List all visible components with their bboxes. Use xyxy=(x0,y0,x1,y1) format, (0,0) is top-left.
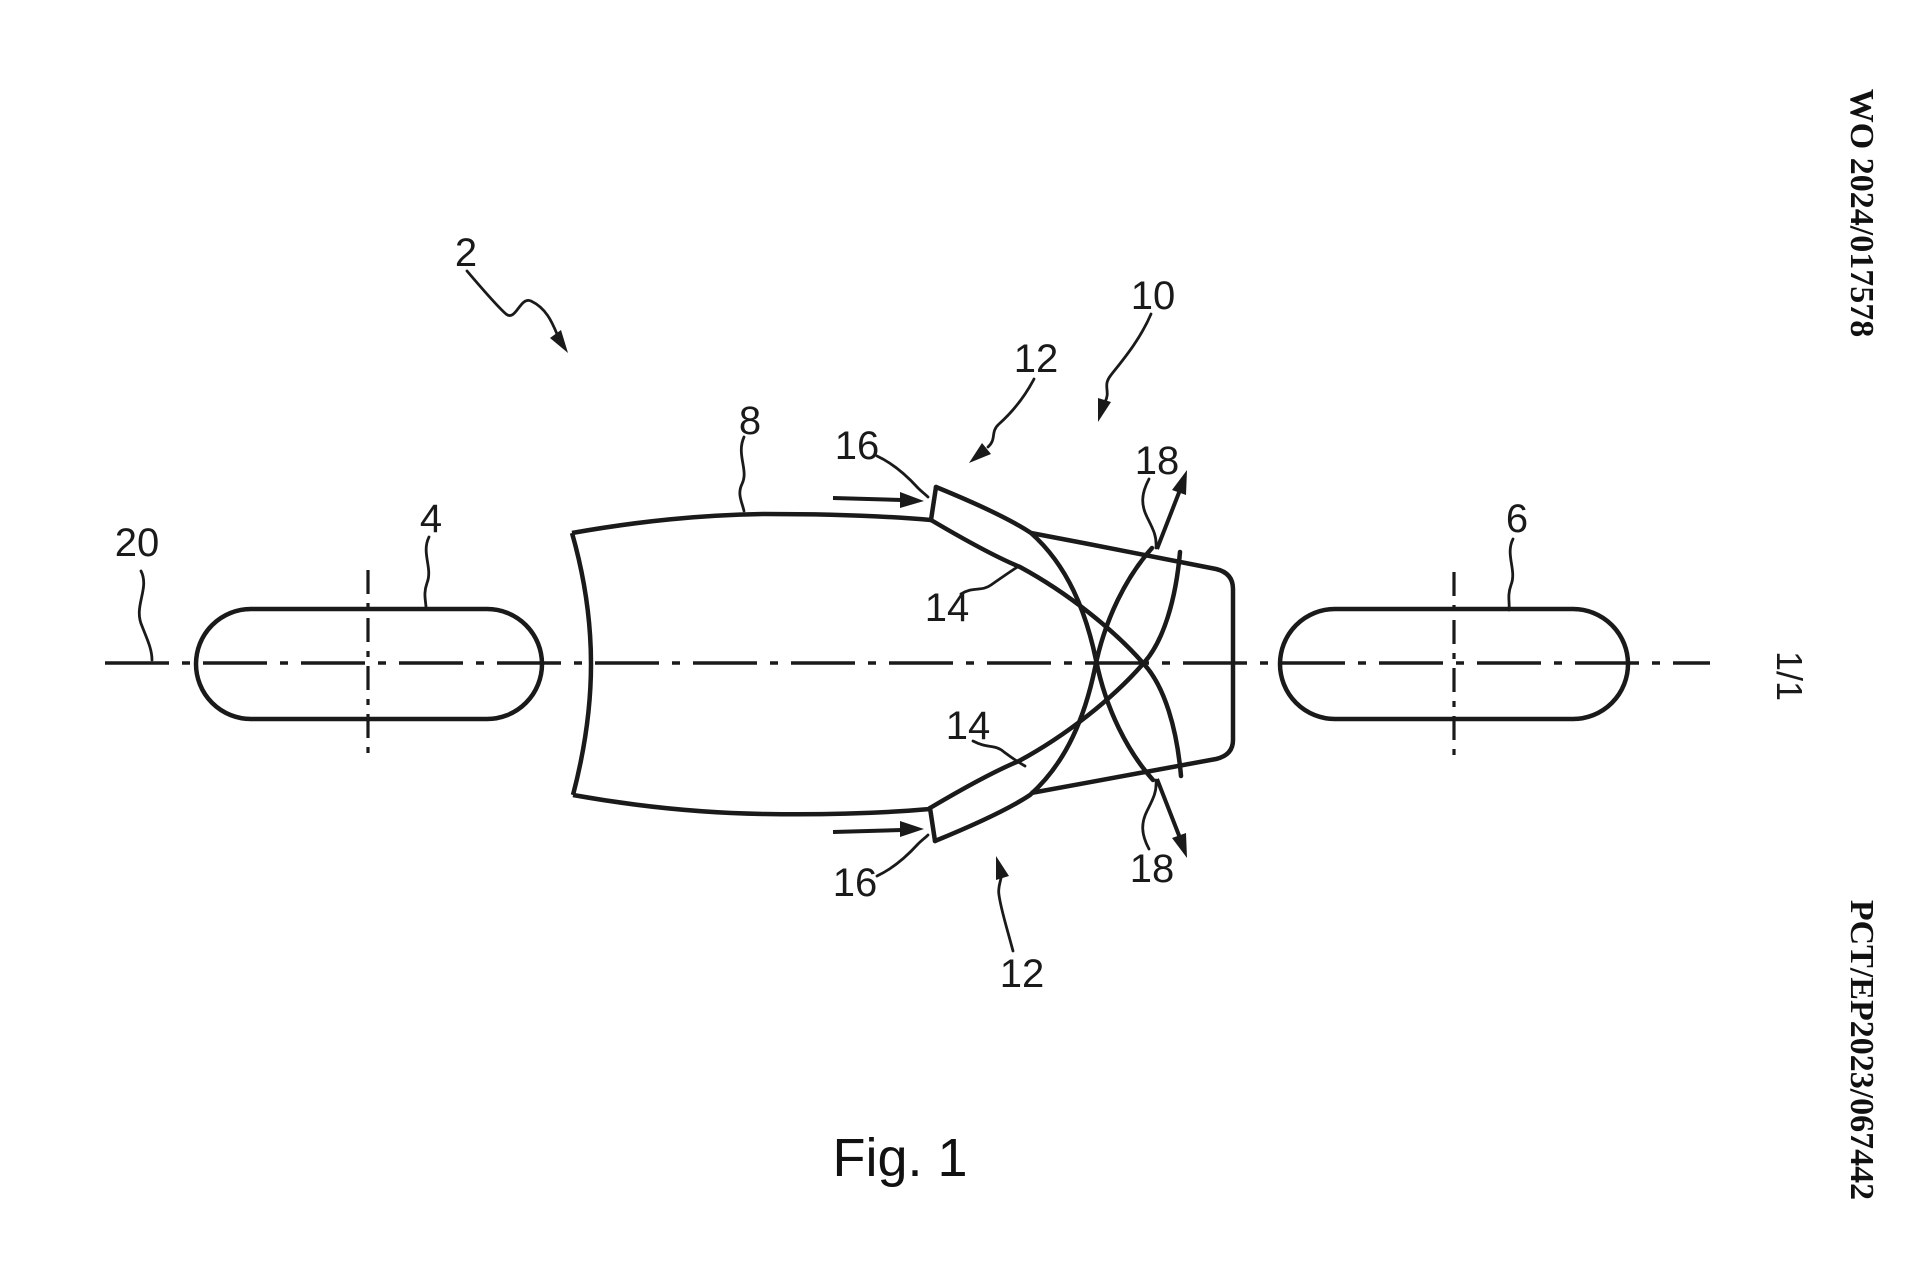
leader-ref12-top-arrowhead xyxy=(969,443,991,463)
leader-ref14-top xyxy=(959,564,1021,596)
upper-air-guide-inlet-edge xyxy=(928,484,939,523)
leader-ref10 xyxy=(1103,312,1153,404)
ref-label-14-top: 14 xyxy=(925,586,970,630)
sheet-indicator: 1/1 xyxy=(1769,651,1810,701)
lower-air-guide-inlet-edge xyxy=(927,805,938,844)
upper-air-guide-outline xyxy=(928,484,1184,783)
leader-ref2-arrowhead xyxy=(550,330,568,353)
ref-label-16-bottom: 16 xyxy=(833,861,878,905)
leader-ref8 xyxy=(738,435,746,513)
rear-wheel-outline xyxy=(1277,572,1631,762)
front-wheel-outline xyxy=(193,570,545,760)
upper-inlet-flow-arrow xyxy=(832,492,924,508)
leader-ref4 xyxy=(423,535,431,610)
publication-number: WO 2024/017578 xyxy=(1843,89,1880,337)
ref-label-16-top: 16 xyxy=(835,424,880,468)
ref-label-18-bottom: 18 xyxy=(1130,847,1175,891)
ref-label-4: 4 xyxy=(420,497,442,541)
leader-ref6 xyxy=(1507,537,1515,612)
ref-label-18-top: 18 xyxy=(1135,439,1180,483)
vehicle-body-outline xyxy=(569,511,932,817)
leader-ref12-bottom xyxy=(997,868,1015,953)
leader-ref18-bottom xyxy=(1141,778,1158,851)
application-number: PCT/EP2023/067442 xyxy=(1843,900,1880,1200)
lower-outlet-flow-arrow xyxy=(1155,778,1187,858)
ref-label-6: 6 xyxy=(1506,497,1528,541)
leader-ref12-top xyxy=(986,377,1036,449)
tail-cone-outline xyxy=(1030,530,1236,796)
ref-label-8: 8 xyxy=(739,399,761,443)
leader-ref2 xyxy=(465,269,559,336)
figure-caption: Fig. 1 xyxy=(832,1128,967,1188)
ref-label-20: 20 xyxy=(115,521,160,565)
ref-label-2: 2 xyxy=(455,231,477,275)
upper-outlet-flow-arrow xyxy=(1155,470,1187,550)
leader-ref12-bottom-arrowhead xyxy=(996,856,1009,880)
ref-label-10: 10 xyxy=(1131,274,1176,318)
lower-air-guide-outline xyxy=(927,545,1183,844)
leader-arrowheads xyxy=(550,330,1111,880)
leader-ref18-top xyxy=(1141,477,1158,550)
ref-label-12-top: 12 xyxy=(1014,337,1059,381)
leader-ref16-bottom xyxy=(875,833,930,878)
leader-ref14-bottom xyxy=(971,739,1027,768)
leader-ref20 xyxy=(137,569,154,662)
leader-lines xyxy=(137,269,1515,953)
leader-ref16-top xyxy=(875,454,930,499)
leader-ref10-arrowhead xyxy=(1098,398,1111,422)
lower-inlet-flow-arrow xyxy=(832,821,924,837)
ref-label-14-bottom: 14 xyxy=(946,704,991,748)
ref-label-12-bottom: 12 xyxy=(1000,952,1045,996)
